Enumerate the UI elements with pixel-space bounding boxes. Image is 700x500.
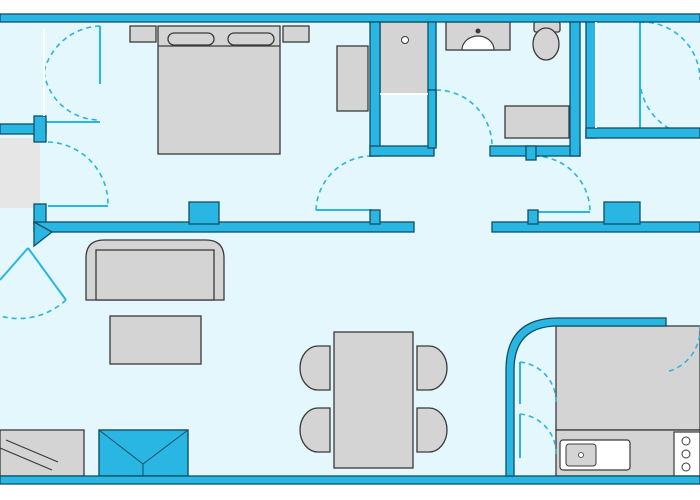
outer-wall-top	[0, 13, 700, 23]
door-swing	[519, 413, 558, 459]
stove-burner	[681, 462, 691, 472]
sofa-seat	[95, 249, 215, 301]
interior-wall-bump	[527, 209, 539, 225]
closet-wall	[33, 203, 47, 225]
interior-wall-bump	[188, 201, 220, 225]
bedside-table	[282, 25, 310, 43]
dining-furniture	[299, 331, 448, 469]
door-swing	[0, 299, 67, 320]
armchair-line	[98, 429, 144, 465]
door-swing	[43, 71, 101, 121]
bathroom-furniture	[379, 21, 570, 139]
doors	[0, 21, 700, 459]
interior-wall-corner	[33, 220, 54, 248]
interior-wall	[525, 145, 537, 161]
entry-closet	[0, 138, 40, 208]
bathroom-cabinet	[504, 105, 570, 139]
living-furniture	[0, 239, 225, 477]
interior-wall	[427, 21, 437, 91]
pillow	[167, 32, 215, 46]
stair-line	[0, 447, 53, 471]
outer-wall-bottom	[0, 475, 700, 485]
dining-chair	[299, 345, 331, 391]
kitchen-counter	[555, 325, 700, 431]
door-leaf	[0, 247, 29, 281]
kitchen-wall	[505, 317, 667, 477]
bedside-table	[129, 25, 157, 43]
stair-line	[5, 439, 59, 463]
double-bed	[157, 25, 281, 155]
washbasin-bowl	[461, 35, 495, 51]
stove-burner	[681, 449, 691, 459]
walls	[0, 13, 700, 485]
door-swing	[639, 21, 700, 81]
door-swing	[519, 361, 557, 405]
interior-wall	[569, 21, 581, 157]
interior-wall-bump	[369, 209, 381, 225]
shower-drain	[401, 36, 409, 44]
door-swing	[435, 89, 493, 147]
door-swing	[665, 326, 700, 373]
toilet-bowl	[532, 27, 560, 61]
washbasin-tap	[475, 28, 481, 34]
bedroom-furniture	[129, 25, 369, 155]
door-swing	[533, 155, 591, 213]
interior-wall	[585, 21, 597, 139]
interior-wall	[369, 21, 381, 157]
dining-chair	[416, 345, 448, 391]
pillow	[227, 32, 275, 46]
dining-chair	[299, 407, 331, 453]
armchair-line	[142, 429, 189, 465]
kitchen-furniture	[555, 325, 700, 477]
door-leaf	[27, 247, 67, 301]
door-swing	[43, 25, 101, 73]
door-swing	[639, 79, 700, 137]
kitchen-sink-drain	[578, 452, 584, 458]
coffee-table	[109, 315, 202, 365]
interior-wall	[33, 221, 415, 233]
interior-wall-bump	[603, 201, 641, 225]
wardrobe	[336, 45, 369, 112]
interior-wall	[427, 89, 437, 149]
shower	[379, 21, 431, 95]
dining-table	[333, 331, 414, 469]
windows	[43, 22, 597, 128]
door-swing	[47, 141, 109, 205]
door-swing	[315, 155, 373, 213]
interior-wall	[491, 221, 700, 233]
closet-wall	[33, 115, 47, 143]
dining-chair	[416, 407, 448, 453]
toilet-furniture	[532, 21, 561, 61]
stove	[673, 431, 700, 477]
stove-burner	[681, 436, 691, 446]
interior-wall	[369, 145, 435, 157]
interior-wall	[585, 127, 700, 139]
